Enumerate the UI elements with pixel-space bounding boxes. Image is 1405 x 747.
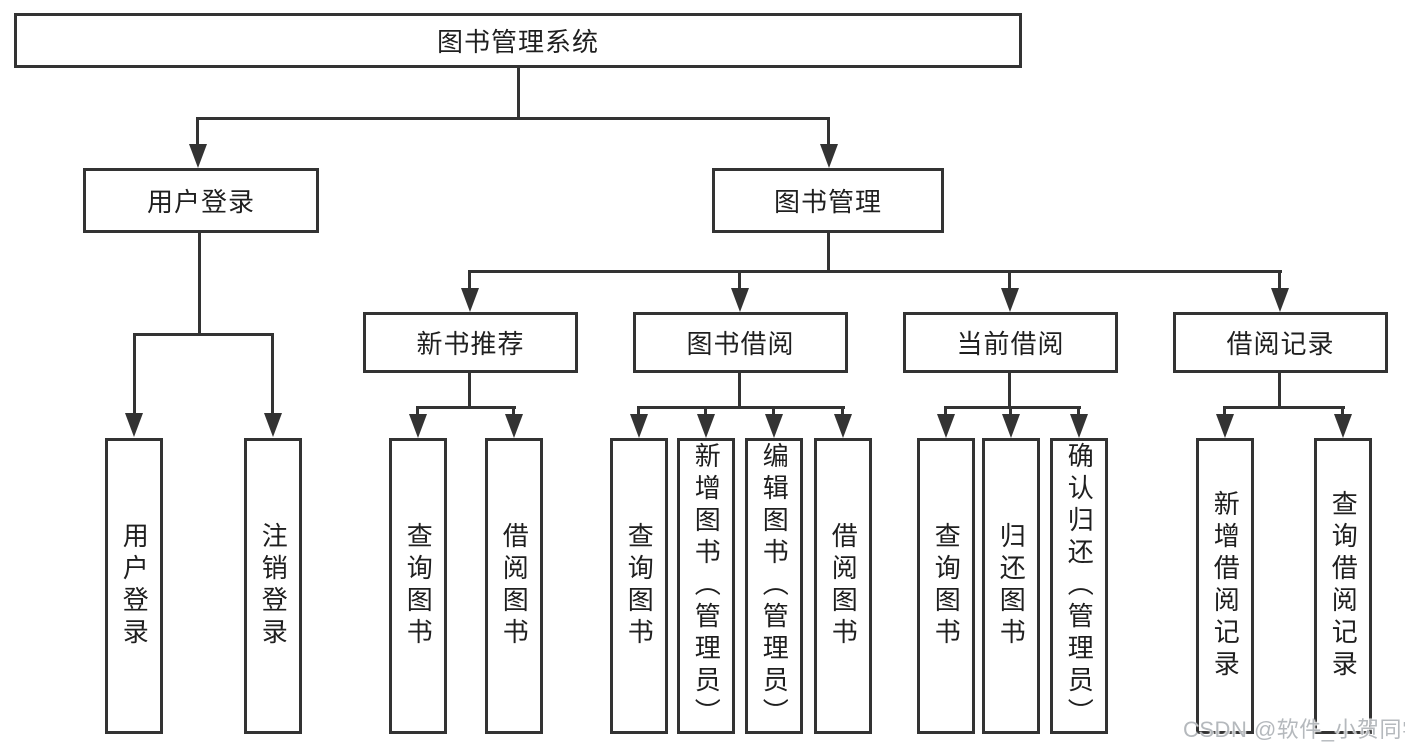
connector-vline: [468, 373, 471, 408]
connector-hline: [417, 406, 516, 409]
leaf-return-books: 归还图书: [982, 438, 1040, 734]
leaf-logout: 注销登录: [244, 438, 302, 734]
connector-vline: [198, 233, 201, 335]
leaf-borrow-books-recommend: 借阅图书: [485, 438, 543, 734]
leaf-borrow-books-label: 借阅图书: [828, 522, 859, 650]
connector-vline: [517, 68, 520, 119]
node-new-book-recommend-label: 新书推荐: [416, 329, 525, 359]
leaf-edit-books-admin: 编辑图书（管理员）: [745, 438, 803, 734]
node-book-borrow-label: 图书借阅: [686, 329, 795, 359]
leaf-confirm-return-admin-label: 确认归还（管理员）: [1064, 442, 1095, 730]
arrowhead-down: [189, 144, 207, 168]
arrowhead-down: [765, 414, 783, 438]
node-current-borrow-label: 当前借阅: [956, 329, 1065, 359]
node-root-system-label: 图书管理系统: [436, 27, 599, 57]
leaf-borrow-books: 借阅图书: [814, 438, 872, 734]
leaf-add-books-admin: 新增图书（管理员）: [677, 438, 735, 734]
node-book-borrow: 图书借阅: [633, 312, 848, 373]
connector-vline: [738, 373, 741, 408]
leaf-query-books-recommend: 查询图书: [389, 438, 447, 734]
leaf-query-borrow-record-label: 查询借阅记录: [1328, 490, 1359, 682]
connector-vline: [1008, 270, 1011, 290]
connector-vline: [1077, 406, 1080, 416]
arrowhead-down: [1216, 414, 1234, 438]
connector-hline: [945, 406, 1081, 409]
node-user-login: 用户登录: [83, 168, 319, 233]
leaf-confirm-return-admin: 确认归还（管理员）: [1050, 438, 1108, 734]
connector-vline: [944, 406, 947, 416]
node-user-login-label: 用户登录: [146, 187, 255, 217]
connector-hline: [133, 333, 274, 336]
leaf-borrow-books-recommend-label: 借阅图书: [499, 522, 530, 650]
arrowhead-down: [1334, 414, 1352, 438]
connector-vline: [772, 406, 775, 416]
arrowhead-down: [630, 414, 648, 438]
connector-vline: [841, 406, 844, 416]
connector-hline: [1223, 406, 1345, 409]
arrowhead-down: [1271, 288, 1289, 312]
connector-vline: [704, 406, 707, 416]
leaf-add-books-admin-label: 新增图书（管理员）: [691, 442, 722, 730]
leaf-query-books-current: 查询图书: [917, 438, 975, 734]
leaf-user-login: 用户登录: [105, 438, 163, 734]
connector-vline: [271, 333, 274, 415]
leaf-query-books-borrow: 查询图书: [610, 438, 668, 734]
leaf-return-books-label: 归还图书: [996, 522, 1027, 650]
arrowhead-down: [409, 414, 427, 438]
arrowhead-down: [461, 288, 479, 312]
arrowhead-down: [820, 144, 838, 168]
node-new-book-recommend: 新书推荐: [363, 312, 578, 373]
connector-vline: [1008, 373, 1011, 408]
arrowhead-down: [731, 288, 749, 312]
connector-vline: [1009, 406, 1012, 416]
connector-vline: [196, 117, 199, 147]
connector-hline: [469, 270, 1282, 273]
connector-vline: [1278, 373, 1281, 408]
connector-vline: [133, 333, 136, 415]
leaf-query-books-recommend-label: 查询图书: [403, 522, 434, 650]
connector-hline: [638, 406, 845, 409]
arrowhead-down: [125, 413, 143, 437]
connector-vline: [468, 270, 471, 290]
leaf-query-borrow-record: 查询借阅记录: [1314, 438, 1372, 734]
leaf-user-login-label: 用户登录: [119, 522, 150, 650]
arrowhead-down: [697, 414, 715, 438]
leaf-add-borrow-record-label: 新增借阅记录: [1210, 490, 1241, 682]
arrowhead-down: [1001, 288, 1019, 312]
connector-vline: [637, 406, 640, 416]
connector-vline: [827, 233, 830, 272]
connector-vline: [827, 117, 830, 147]
leaf-logout-label: 注销登录: [258, 522, 289, 650]
arrowhead-down: [1002, 414, 1020, 438]
node-current-borrow: 当前借阅: [903, 312, 1118, 373]
leaf-query-books-current-label: 查询图书: [931, 522, 962, 650]
connector-vline: [1278, 270, 1281, 290]
connector-hline: [196, 117, 830, 120]
arrowhead-down: [505, 414, 523, 438]
node-root-system: 图书管理系统: [14, 13, 1022, 68]
node-borrow-records-label: 借阅记录: [1226, 329, 1335, 359]
connector-vline: [512, 406, 515, 416]
node-book-management-label: 图书管理: [773, 187, 882, 217]
arrowhead-down: [834, 414, 852, 438]
arrowhead-down: [937, 414, 955, 438]
connector-vline: [1341, 406, 1344, 416]
arrowhead-down: [264, 413, 282, 437]
connector-vline: [416, 406, 419, 416]
arrowhead-down: [1070, 414, 1088, 438]
node-book-management: 图书管理: [712, 168, 944, 233]
node-borrow-records: 借阅记录: [1173, 312, 1388, 373]
leaf-query-books-borrow-label: 查询图书: [624, 522, 655, 650]
leaf-edit-books-admin-label: 编辑图书（管理员）: [759, 442, 790, 730]
leaf-add-borrow-record: 新增借阅记录: [1196, 438, 1254, 734]
connector-vline: [1223, 406, 1226, 416]
csdn-watermark: CSDN @软件_小贺同学: [1183, 717, 1405, 742]
connector-vline: [738, 270, 741, 290]
